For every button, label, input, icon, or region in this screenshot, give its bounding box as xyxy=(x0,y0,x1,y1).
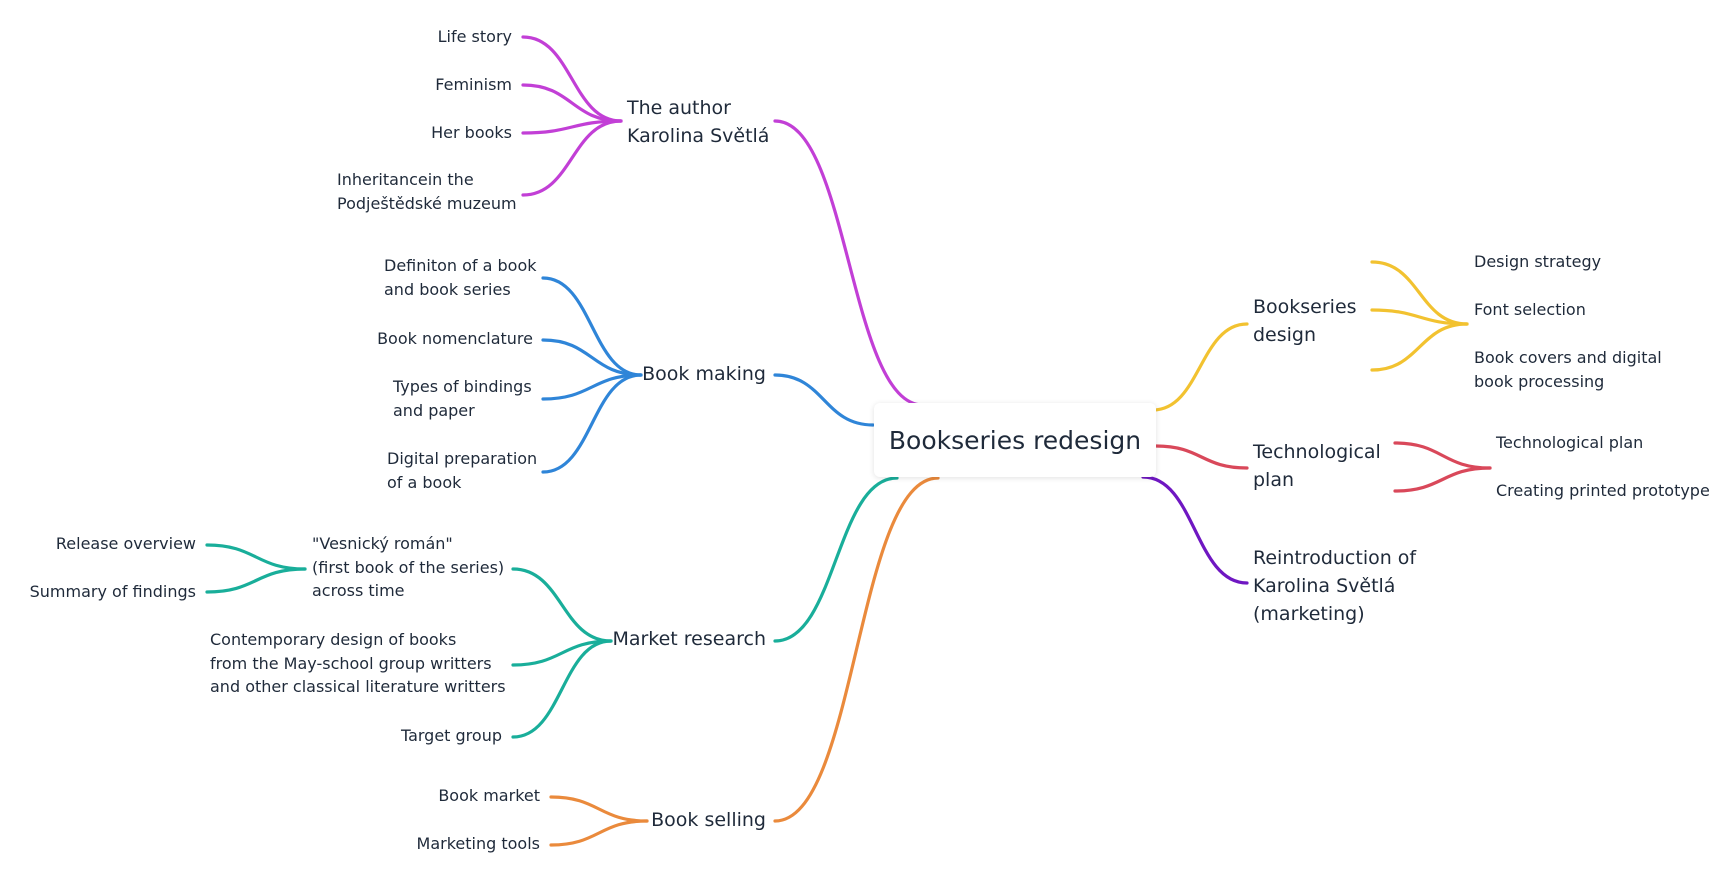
leaf-label: Book nomenclature xyxy=(377,329,533,348)
leaf-vesnicky-roman[interactable]: "Vesnický román" (first book of the seri… xyxy=(312,532,504,603)
connector-design-leaf-0 xyxy=(1370,260,1469,326)
connector-tech-leaf-1 xyxy=(1393,466,1492,493)
leaf-design-strategy[interactable]: Design strategy xyxy=(1474,250,1601,274)
leaf-label: "Vesnický román" (first book of the seri… xyxy=(312,534,505,601)
connector-tech-leaf-0 xyxy=(1393,441,1492,470)
leaf-inheritance[interactable]: Inheritancein the Podještědské muzeum xyxy=(337,168,517,215)
leaf-technological-plan[interactable]: Technological plan xyxy=(1496,431,1643,455)
branch-book-making[interactable]: Book making xyxy=(642,361,766,389)
branch-book-selling[interactable]: Book selling xyxy=(651,807,766,835)
leaf-release-overview[interactable]: Release overview xyxy=(56,532,196,556)
leaf-label: Marketing tools xyxy=(416,834,540,853)
leaf-her-books[interactable]: Her books xyxy=(431,121,512,145)
leaf-label: Inheritancein the Podještědské muzeum xyxy=(337,170,517,213)
branch-bookseries-design[interactable]: Bookseries design xyxy=(1253,294,1357,350)
leaf-label: Technological plan xyxy=(1496,433,1644,452)
leaf-label: Her books xyxy=(431,123,512,142)
leaf-label: Feminism xyxy=(435,75,512,94)
leaf-marketing-tools[interactable]: Marketing tools xyxy=(417,832,540,856)
connector-making-leaf-3 xyxy=(541,373,643,474)
connector-design-leaf-2 xyxy=(1370,322,1469,372)
connector-author-leaf-2 xyxy=(521,119,623,135)
leaf-label: Definiton of a book and book series xyxy=(384,256,537,299)
leaf-contemporary-design[interactable]: Contemporary design of books from the Ma… xyxy=(210,628,506,699)
connector-central-market xyxy=(773,476,899,643)
connector-central-tech xyxy=(1154,444,1249,470)
branch-label: Bookseries design xyxy=(1253,296,1357,346)
connector-author-leaf-0 xyxy=(521,35,623,123)
leaf-label: Book market xyxy=(438,786,540,805)
leaf-label: Book covers and digital book processing xyxy=(1474,348,1662,391)
connector-central-author xyxy=(773,119,925,407)
leaf-target-group[interactable]: Target group xyxy=(401,724,502,748)
branch-technological-plan[interactable]: Technological plan xyxy=(1253,439,1381,495)
connector-central-marketing xyxy=(1141,475,1249,585)
branch-label: The author Karolina Světlá xyxy=(627,97,770,147)
leaf-nomenclature[interactable]: Book nomenclature xyxy=(377,327,533,351)
connector-making-leaf-0 xyxy=(541,276,643,377)
connector-central-making xyxy=(773,373,875,427)
leaf-label: Target group xyxy=(400,726,502,745)
branch-label: Technological plan xyxy=(1253,441,1381,491)
leaf-digital-prep[interactable]: Digital preparation of a book xyxy=(387,447,537,494)
leaf-label: Font selection xyxy=(1474,300,1586,319)
branch-reintroduction-marketing[interactable]: Reintroduction of Karolina Světlá (marke… xyxy=(1253,545,1416,629)
connector-making-leaf-1 xyxy=(541,338,643,377)
connector-vesnicky-leaf-1 xyxy=(205,567,307,594)
connector-market-leaf-1 xyxy=(511,639,613,667)
branch-label: Market research xyxy=(612,628,766,650)
leaf-book-market[interactable]: Book market xyxy=(438,784,540,808)
connector-market-leaf-2 xyxy=(511,639,613,739)
connector-central-design xyxy=(1151,322,1249,412)
leaf-summary-findings[interactable]: Summary of findings xyxy=(30,580,196,604)
branch-the-author[interactable]: The author Karolina Světlá xyxy=(627,95,769,151)
connector-author-leaf-3 xyxy=(521,119,623,197)
central-topic-label: Bookseries redesign xyxy=(888,425,1142,455)
leaf-definition[interactable]: Definiton of a book and book series xyxy=(384,254,537,301)
leaf-label: Design strategy xyxy=(1474,252,1602,271)
leaf-life-story[interactable]: Life story xyxy=(438,25,512,49)
leaf-label: Release overview xyxy=(55,534,196,553)
leaf-book-covers[interactable]: Book covers and digital book processing xyxy=(1474,346,1662,393)
connector-selling-leaf-1 xyxy=(549,819,649,847)
leaf-bindings[interactable]: Types of bindings and paper xyxy=(393,375,532,422)
connector-design-leaf-1 xyxy=(1370,308,1469,326)
leaf-label: Summary of findings xyxy=(29,582,196,601)
connector-central-selling xyxy=(773,476,940,823)
connector-vesnicky-leaf-0 xyxy=(205,543,307,571)
leaf-feminism[interactable]: Feminism xyxy=(435,73,512,97)
leaf-label: Creating printed prototype xyxy=(1496,481,1710,500)
connector-market-leaf-0 xyxy=(511,567,613,643)
connector-author-leaf-1 xyxy=(521,83,623,123)
leaf-label: Types of bindings and paper xyxy=(393,377,532,420)
branch-label: Reintroduction of Karolina Světlá (marke… xyxy=(1253,547,1417,625)
leaf-font-selection[interactable]: Font selection xyxy=(1474,298,1586,322)
leaf-printed-prototype[interactable]: Creating printed prototype xyxy=(1496,479,1710,503)
branch-label: Book making xyxy=(642,363,766,385)
leaf-label: Contemporary design of books from the Ma… xyxy=(210,630,506,697)
branch-market-research[interactable]: Market research xyxy=(612,626,766,654)
connector-making-leaf-2 xyxy=(541,373,643,401)
leaf-label: Digital preparation of a book xyxy=(387,449,538,492)
branch-label: Book selling xyxy=(651,809,766,831)
connector-selling-leaf-0 xyxy=(549,795,649,823)
leaf-label: Life story xyxy=(437,27,512,46)
central-topic[interactable]: Bookseries redesign xyxy=(874,403,1156,477)
